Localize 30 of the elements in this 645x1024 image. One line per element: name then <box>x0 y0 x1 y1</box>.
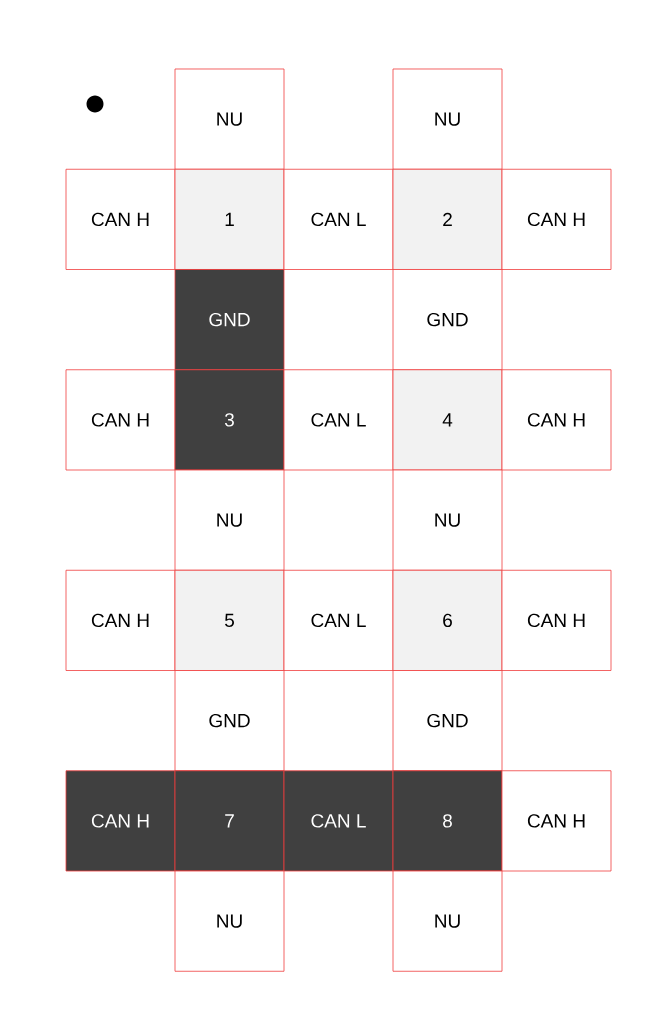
pin-cell: NU <box>392 469 503 571</box>
pin-cell: CAN L <box>283 168 394 270</box>
pin-cell: 5 <box>174 569 285 671</box>
pin-cell: CAN H <box>65 569 176 671</box>
pin-cell: GND <box>392 670 503 772</box>
pin-cell: CAN H <box>501 770 612 872</box>
pin-cell: CAN H <box>501 168 612 270</box>
pin-cell: NU <box>174 870 285 972</box>
pin-cell: GND <box>174 269 285 371</box>
pin-cell: 2 <box>392 168 503 270</box>
pin-cell: NU <box>392 68 503 170</box>
pin-cell: CAN H <box>501 569 612 671</box>
pin-cell: 6 <box>392 569 503 671</box>
pin-cell: NU <box>174 68 285 170</box>
pin-cell: CAN L <box>283 569 394 671</box>
pin-cell: 7 <box>174 770 285 872</box>
pin-cell: GND <box>392 269 503 371</box>
pin-cell: CAN L <box>283 369 394 471</box>
pin-cell: 8 <box>392 770 503 872</box>
pin-cell: NU <box>174 469 285 571</box>
pin-cell: 3 <box>174 369 285 471</box>
pin-cell: GND <box>174 670 285 772</box>
pin-cell: NU <box>392 870 503 972</box>
pin-cell: CAN H <box>501 369 612 471</box>
pin-cell: CAN H <box>65 168 176 270</box>
pin-cell: 4 <box>392 369 503 471</box>
pin-cell: 1 <box>174 168 285 270</box>
pin-cell: CAN H <box>65 770 176 872</box>
pin-cell: CAN H <box>65 369 176 471</box>
pin-cell: CAN L <box>283 770 394 872</box>
